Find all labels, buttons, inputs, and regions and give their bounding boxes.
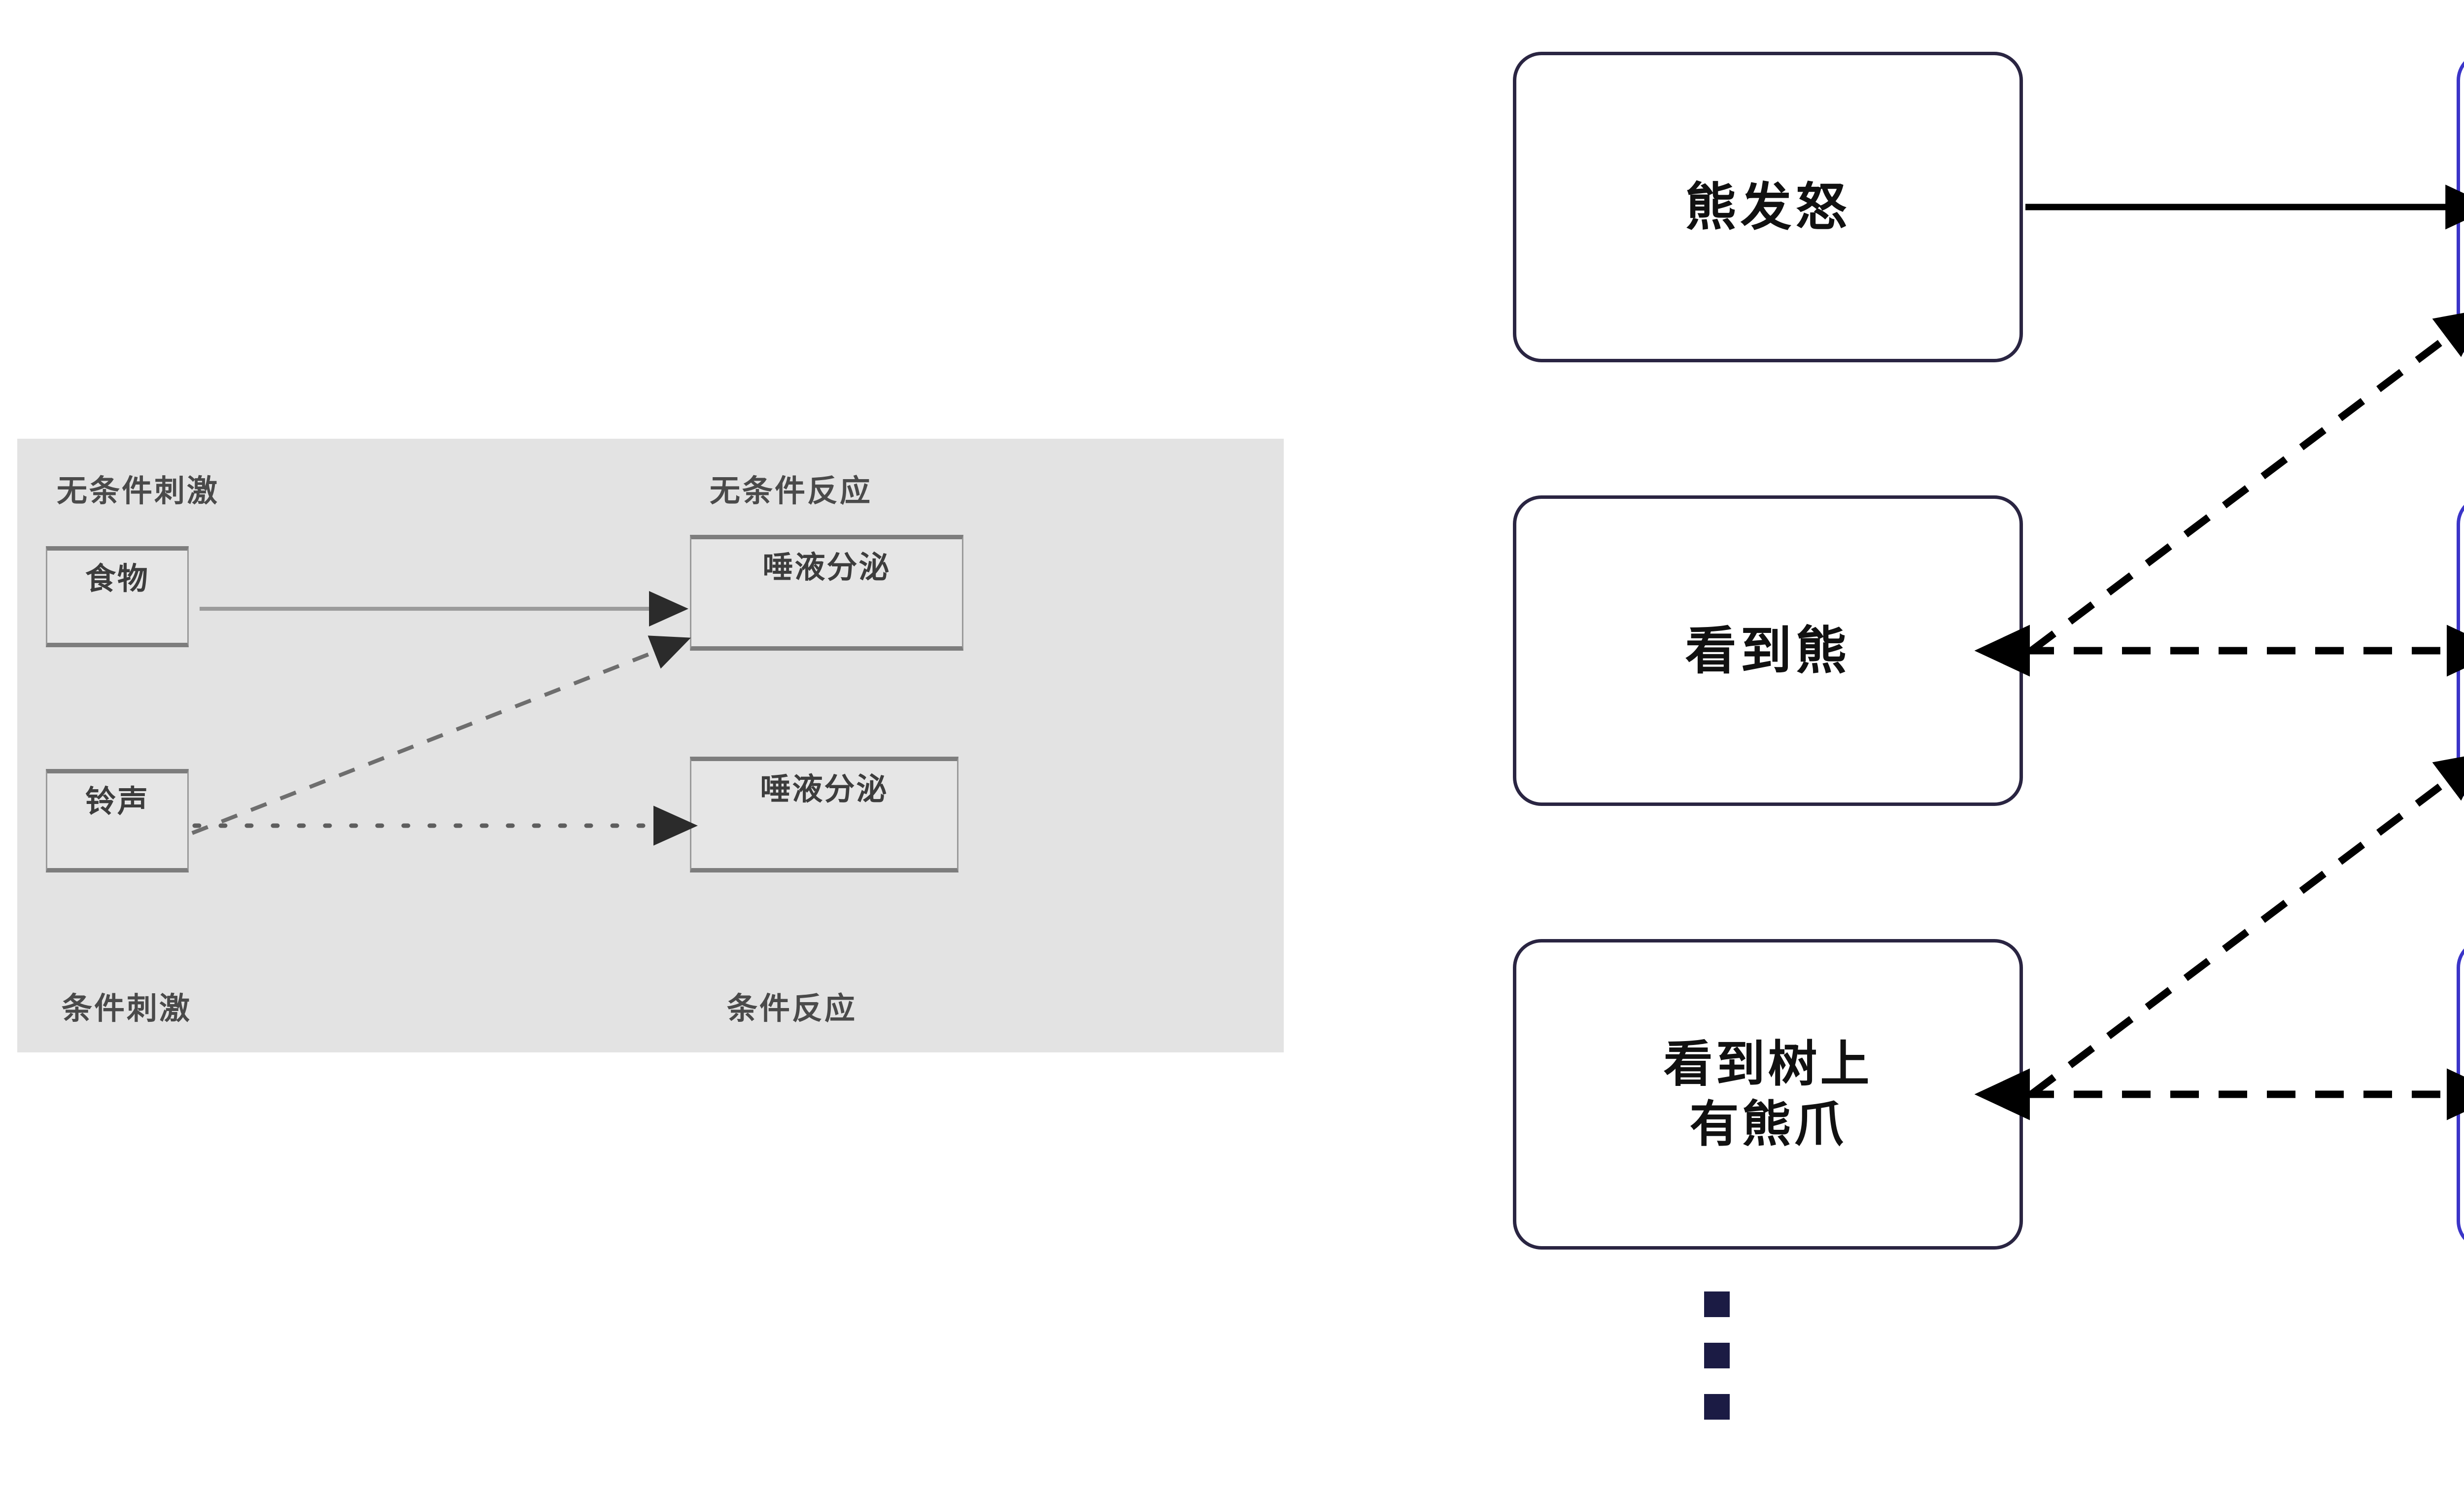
- box-bell-text: 铃声: [85, 783, 149, 819]
- ellipsis-dot: [1704, 1343, 1730, 1368]
- box-see-bear: 看到熊: [1513, 495, 2023, 806]
- claw-line-2: 有熊爪: [1689, 1095, 1847, 1153]
- box-salivation-bottom-text: 唾液分泌: [760, 771, 889, 807]
- box-value-s-prime: V(s′): [2457, 495, 2464, 806]
- box-bear-angry: 熊发怒: [1513, 52, 2023, 362]
- arrow-bell-to-salivation-diagonal: [191, 635, 691, 835]
- td-learning-panel: 熊发怒 奖励 看到熊 V(s′) 看到树上 有熊爪 V(s): [1454, 0, 2464, 1499]
- label-conditioned-stimulus: 条件刺激: [62, 990, 192, 1026]
- box-value-s: V(s): [2457, 939, 2464, 1250]
- classical-conditioning-arrows: [191, 591, 698, 846]
- box-food: 食物: [46, 546, 189, 647]
- claw-line-1: 看到树上: [1663, 1035, 1873, 1093]
- label-unconditioned-response: 无条件反应: [710, 473, 873, 509]
- arrow-see-bear-to-reward: [2029, 309, 2464, 654]
- classical-conditioning-panel: 无条件刺激 无条件反应 条件刺激 条件反应 食物 铃声 唾液分泌 唾液分泌: [17, 439, 1284, 1052]
- box-bear-angry-text: 熊发怒: [1685, 176, 1851, 237]
- ellipsis-dot: [1704, 1394, 1730, 1420]
- box-bell: 铃声: [46, 769, 189, 872]
- box-salivation-bottom: 唾液分泌: [690, 757, 958, 872]
- label-conditioned-response: 条件反应: [727, 990, 857, 1026]
- arrow-see-claw-to-value-s-prime: [2029, 752, 2464, 1097]
- ellipsis-dot: [1704, 1291, 1730, 1317]
- box-salivation-top-text: 唾液分泌: [762, 549, 891, 585]
- box-food-text: 食物: [85, 560, 149, 596]
- box-see-claw-on-tree-text: 看到树上 有熊爪: [1664, 1034, 1873, 1154]
- ellipsis-left-column: [1704, 1291, 1730, 1420]
- box-see-claw-on-tree: 看到树上 有熊爪: [1513, 939, 2023, 1250]
- box-reward: 奖励: [2457, 52, 2464, 362]
- box-salivation-top: 唾液分泌: [690, 535, 963, 651]
- box-see-bear-text: 看到熊: [1685, 620, 1851, 681]
- label-unconditioned-stimulus: 无条件刺激: [57, 473, 220, 509]
